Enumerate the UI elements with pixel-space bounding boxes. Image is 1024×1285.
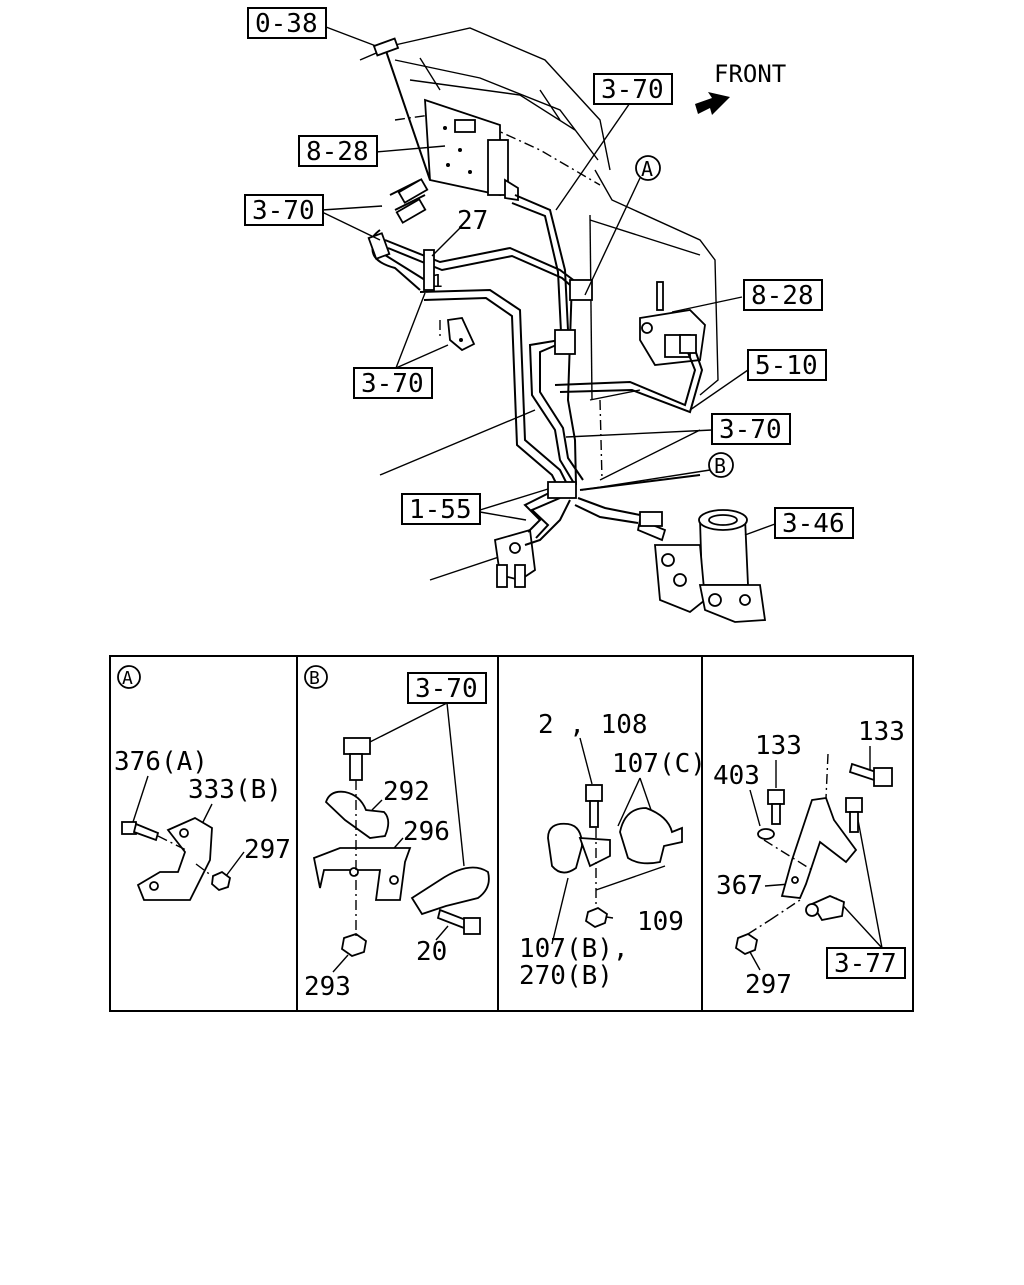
fittings — [367, 37, 697, 527]
callout-b: B — [581, 452, 734, 491]
ref-3-70-top[interactable]: 3-70 — [593, 73, 673, 105]
ref-3-46-label: 3-46 — [782, 509, 845, 539]
detail-d-ref-box[interactable] — [826, 947, 906, 979]
part-20-label: 20 — [416, 937, 447, 967]
cushion-107b — [547, 822, 583, 874]
part-297d-label: 297 — [745, 970, 792, 1000]
ref-3-70-mid[interactable]: 3-70 — [711, 413, 791, 445]
detail-b-marker: B — [309, 668, 320, 689]
bracket-367 — [780, 797, 858, 899]
detail-b-panel: B 3-70 292 296 20 293 — [304, 665, 490, 1002]
bolt-20 — [436, 908, 481, 935]
callout-a: A — [584, 155, 661, 296]
detail-panels: A 376(A) 333(B) 297 B 3- — [109, 655, 914, 1012]
air-dryer — [636, 509, 767, 623]
clamp-20 — [410, 866, 490, 916]
detail-b-ref-box[interactable] — [407, 672, 487, 704]
part-133b-label: 133 — [858, 717, 905, 747]
detail-d-panel: 133 133 403 367 297 3-77 — [713, 717, 906, 1000]
nut-109 — [584, 906, 609, 929]
detail-d-ref-label: 3-77 — [834, 949, 897, 979]
detail-a-panel: A 376(A) 333(B) 297 — [114, 665, 291, 901]
part-297a-label: 297 — [244, 835, 291, 865]
part-403-label: 403 — [713, 761, 760, 791]
ref-3-70-bottom-label: 3-70 — [361, 369, 424, 399]
ref-3-70-top-label: 3-70 — [601, 75, 664, 105]
part-292-label: 292 — [383, 777, 430, 807]
bolt-133-left — [767, 789, 785, 825]
detail-a-marker: A — [122, 668, 133, 689]
callout-a-text: A — [641, 157, 653, 181]
part-367-label: 367 — [716, 871, 763, 901]
ref-5-10-label: 5-10 — [755, 351, 818, 381]
part-376a-label: 376(A) — [114, 747, 208, 777]
main-leaders — [321, 26, 776, 536]
front-indicator: FRONT — [695, 60, 786, 115]
ref-8-28-left-label: 8-28 — [306, 137, 369, 167]
part-133a-label: 133 — [755, 731, 802, 761]
part-293-label: 293 — [304, 972, 351, 1002]
detail-frame — [109, 655, 914, 1012]
ref-0-38[interactable]: 0-38 — [247, 7, 327, 39]
ref-1-55-label: 1-55 — [409, 495, 472, 525]
washer-403 — [757, 828, 775, 840]
bolt-376 — [121, 821, 160, 842]
part-109-label: 109 — [637, 907, 684, 937]
ref-8-28-left[interactable]: 8-28 — [298, 135, 378, 167]
union-fitting — [805, 895, 845, 922]
valve-plate — [424, 98, 519, 202]
detail-b-ref-label: 3-70 — [415, 674, 478, 704]
clip-292 — [324, 790, 390, 839]
ref-3-46[interactable]: 3-46 — [774, 507, 854, 539]
air-pipes — [370, 47, 704, 546]
ref-5-10[interactable]: 5-10 — [747, 349, 827, 381]
main-assembly: FRONT A B — [244, 7, 854, 623]
protection-valve — [493, 528, 536, 588]
nut-297-a — [211, 870, 232, 892]
part-2-108-label: 2 , 108 — [538, 710, 648, 740]
part-107c-label: 107(C) — [612, 749, 706, 779]
ref-0-38-label: 0-38 — [255, 9, 318, 39]
cushion-107c — [619, 807, 683, 865]
ref-8-28-right-label: 8-28 — [751, 281, 814, 311]
bolt-c — [585, 784, 603, 828]
bolt-b — [343, 737, 371, 781]
nut-293 — [341, 933, 367, 957]
part-107b-label: 107(B), — [519, 934, 629, 964]
part-27-label: 27 — [457, 206, 488, 236]
bracket-296 — [312, 847, 412, 901]
ref-3-70-bottom[interactable]: 3-70 — [353, 367, 433, 399]
ref-1-55[interactable]: 1-55 — [401, 493, 481, 525]
front-label: FRONT — [714, 60, 786, 88]
callout-b-text: B — [714, 454, 726, 478]
ref-3-70-mid-label: 3-70 — [719, 415, 782, 445]
bracket-333 — [136, 816, 213, 901]
ref-8-28-right[interactable]: 8-28 — [743, 279, 823, 311]
small-bracket — [447, 317, 476, 352]
part-1-label: 1 — [432, 271, 443, 292]
front-arrow-icon — [695, 92, 730, 115]
detail-c-panel: 2 , 108 107(C) 109 107(B), 270(B) — [519, 710, 706, 991]
part-270b-label: 270(B) — [519, 961, 613, 991]
ref-3-70-left[interactable]: 3-70 — [244, 194, 324, 226]
ref-3-70-left-label: 3-70 — [252, 196, 315, 226]
part-296-label: 296 — [403, 817, 450, 847]
bolt-vertical — [845, 797, 863, 833]
bolt-133-right — [848, 762, 893, 787]
part-333b-label: 333(B) — [188, 775, 282, 805]
nut-297-d — [734, 932, 759, 956]
